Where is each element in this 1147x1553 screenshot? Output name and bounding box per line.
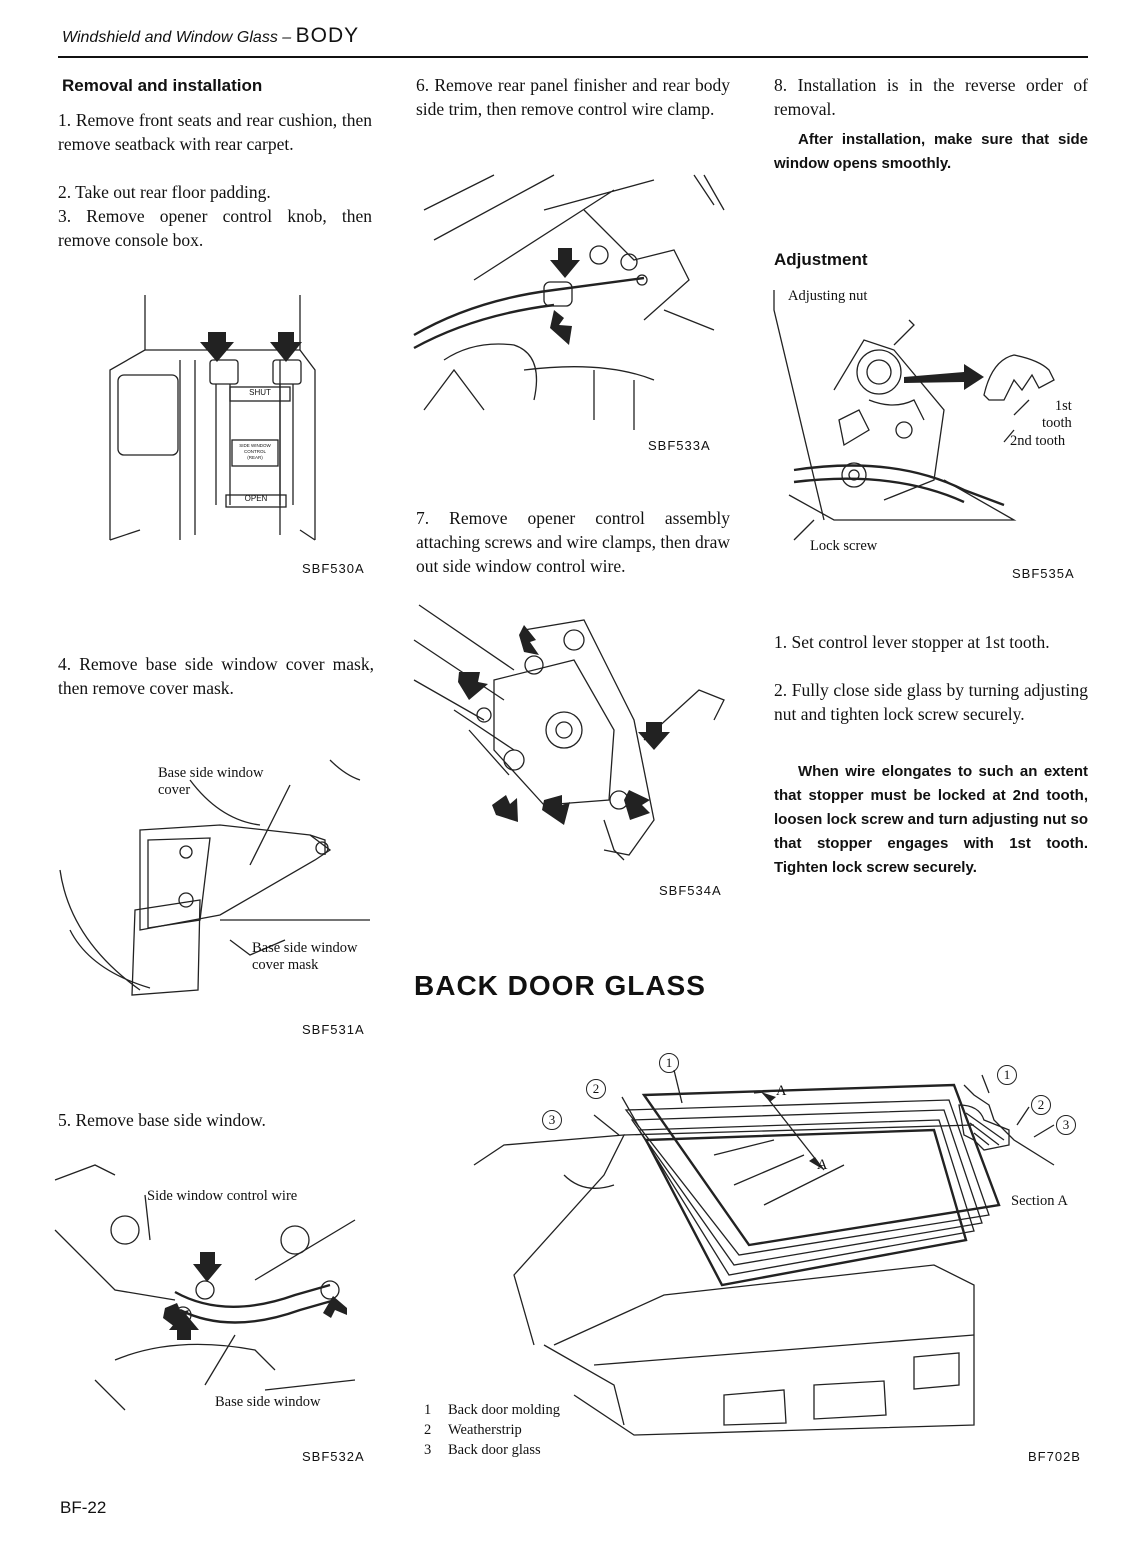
legend-item: 1 Back door molding — [424, 1402, 560, 1422]
base-side-window-illustration — [54, 1164, 356, 1411]
step-1: 1. Remove front seats and rear cushion, … — [58, 110, 372, 154]
page-header: Windshield and Window Glass – BODY — [62, 24, 359, 48]
figure-code-sbf533a: SBF533A — [648, 438, 711, 453]
figure-sbf532a: Side window control wire Base side windo… — [54, 1160, 375, 1411]
figure-bf702b: 1 2 3 A A 1 2 3 Section A — [414, 1045, 1094, 1465]
step-4: 4. Remove base side window cover mask, t… — [58, 654, 374, 698]
figure-sbf535a: Adjusting nut 1st tooth 2nd tooth Lock s… — [773, 280, 1094, 580]
label-lock-screw: Lock screw — [810, 538, 878, 554]
opener-control-assembly-illustration — [413, 604, 725, 861]
figure-sbf533a — [413, 170, 734, 445]
adjust-step-2: 2. Fully close side glass by turning adj… — [774, 680, 1088, 724]
console-illustration — [109, 295, 316, 541]
figure-code-sbf534a: SBF534A — [659, 883, 722, 898]
control-label-line1: SIDE WINDOW — [239, 443, 271, 448]
legend-item: 3 Back door glass — [424, 1442, 560, 1462]
section-mark-a-bottom: A — [817, 1157, 828, 1173]
label-base-side-window-cover: Base side window cover — [158, 765, 264, 799]
chapter-title: BODY — [295, 24, 360, 47]
section-mark-a-top: A — [776, 1083, 787, 1099]
step-2: 2. Take out rear floor padding. — [58, 182, 271, 202]
label-base-side-window-cover-mask: Base side window cover mask — [252, 940, 358, 974]
figure-sbf534a — [413, 600, 734, 875]
back-door-glass-illustration — [473, 1069, 1055, 1436]
shut-label: SHUT — [249, 388, 271, 397]
header-rule — [58, 56, 1088, 58]
label-cover-line1: Base side window — [158, 765, 264, 781]
label-mask-line2: cover mask — [252, 957, 319, 973]
callout-1-section: 1 — [997, 1065, 1017, 1085]
adjustment-heading: Adjustment — [774, 250, 868, 269]
figure-code-sbf531a: SBF531A — [302, 1022, 365, 1037]
figure-code-bf702b: BF702B — [1028, 1449, 1081, 1464]
back-door-glass-heading: BACK DOOR GLASS — [414, 970, 706, 1001]
step-5: 5. Remove base side window. — [58, 1110, 266, 1130]
label-base-side-window: Base side window — [215, 1394, 321, 1410]
step-3: 3. Remove opener control knob, then remo… — [58, 206, 372, 250]
note-wire-elongation: When wire elongates to such an extent th… — [774, 763, 1088, 876]
label-tooth: tooth — [1042, 415, 1072, 431]
figure-sbf531a: Base side window cover Base side window … — [59, 740, 380, 1010]
callout-2-section: 2 — [1031, 1095, 1051, 1115]
figure-code-sbf530a: SBF530A — [302, 561, 365, 576]
label-side-window-control-wire: Side window control wire — [147, 1188, 298, 1204]
callout-3-main: 3 — [542, 1110, 562, 1130]
legend-text: Back door molding — [448, 1402, 560, 1418]
figure-code-sbf532a: SBF532A — [302, 1449, 365, 1464]
label-2nd-tooth: 2nd tooth — [1010, 433, 1066, 449]
callout-2-main: 2 — [586, 1079, 606, 1099]
label-1st-tooth: 1st tooth — [1042, 398, 1072, 432]
label-1st: 1st — [1054, 398, 1072, 414]
label-cover-line2: cover — [158, 782, 191, 798]
open-label: OPEN — [244, 494, 268, 503]
label-mask-line1: Base side window — [252, 940, 358, 956]
label-adjusting-nut: Adjusting nut — [788, 288, 868, 304]
cover-mask-illustration — [59, 759, 370, 996]
legend: 1 Back door molding 2 Weatherstrip 3 Back d… — [424, 1402, 560, 1462]
figure-code-sbf535a: SBF535A — [1012, 566, 1075, 581]
control-label-line2: CONTROL — [243, 449, 266, 454]
page-number: BF-22 — [60, 1498, 107, 1517]
step-8: 8. Installation is in the reverse order … — [774, 75, 1088, 119]
note-after-installation: After installation, make sure that side … — [774, 131, 1088, 172]
step-6: 6. Remove rear panel finisher and rear b… — [416, 75, 730, 119]
legend-num: 1 — [424, 1402, 432, 1418]
control-label: SIDE WINDOW CONTROL (REAR) — [232, 443, 278, 461]
legend-item: 2 Weatherstrip — [424, 1422, 560, 1442]
callout-1-main: 1 — [659, 1053, 679, 1073]
legend-text: Weatherstrip — [448, 1422, 522, 1438]
removal-heading: Removal and installation — [62, 76, 263, 95]
legend-num: 3 — [424, 1442, 432, 1458]
callout-3-section: 3 — [1056, 1115, 1076, 1135]
control-label-line3: (REAR) — [247, 455, 263, 460]
figure-sbf530a: SHUT SIDE WINDOW CONTROL (REAR) OPEN — [100, 290, 380, 570]
adjust-step-1: 1. Set control lever stopper at 1st toot… — [774, 632, 1050, 652]
step-7: 7. Remove opener control assembly attach… — [416, 508, 730, 576]
legend-text: Back door glass — [448, 1442, 541, 1458]
control-wire-clamp-illustration — [413, 174, 725, 430]
section-a-label: Section A — [1011, 1193, 1068, 1209]
section-title: Windshield and Window Glass – — [62, 29, 292, 46]
legend-num: 2 — [424, 1422, 432, 1438]
adjustment-illustration — [773, 290, 1055, 541]
